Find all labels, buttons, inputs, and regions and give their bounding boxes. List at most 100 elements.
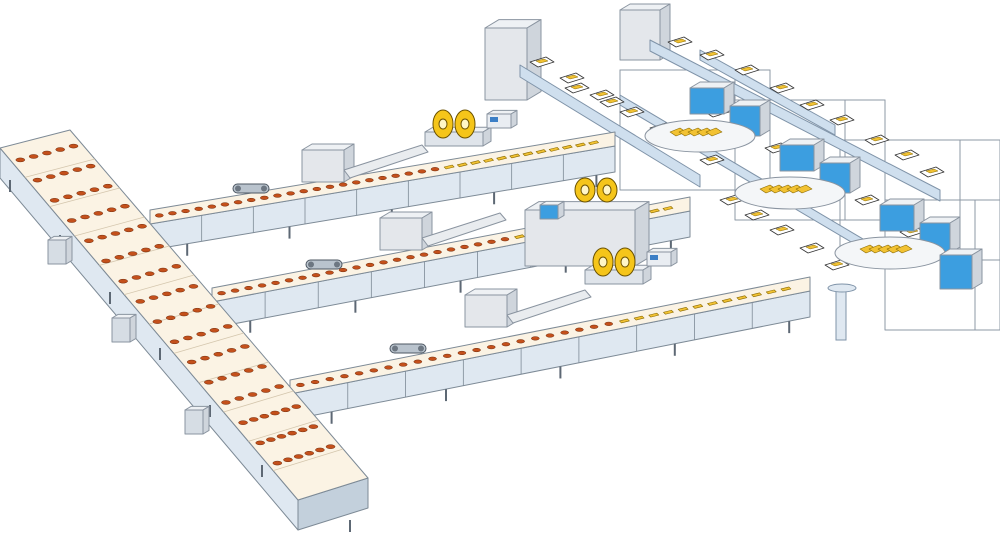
product-raw: [89, 187, 100, 192]
product-raw: [257, 364, 267, 369]
product-raw: [169, 339, 180, 345]
product-raw: [63, 194, 73, 200]
product-wrapped: [707, 301, 718, 306]
belt-seam: [173, 332, 244, 354]
product-wrapped: [514, 234, 525, 239]
product-raw: [284, 278, 294, 283]
product-raw: [220, 202, 230, 207]
product-raw: [352, 265, 361, 270]
belt-drive-icon: [389, 343, 427, 354]
product-raw: [192, 307, 203, 313]
belt-drive-icon: [334, 261, 340, 268]
infeed-conveyor: [0, 129, 369, 532]
product-raw: [114, 255, 125, 260]
packing-station: [759, 99, 771, 137]
packed-product: [775, 226, 789, 232]
lane-1: [149, 109, 616, 256]
product-raw: [194, 206, 203, 211]
overhead-conveyor: [649, 39, 941, 202]
product-raw: [181, 208, 190, 214]
packing-station: [971, 248, 983, 290]
cabinet-tower: [484, 27, 528, 101]
product-raw: [217, 376, 227, 381]
product-raw: [575, 327, 584, 332]
product-raw: [120, 203, 130, 209]
product-raw: [68, 143, 79, 149]
packing-station: [939, 254, 973, 290]
feeder-chute: [506, 289, 592, 324]
product-raw: [487, 345, 496, 350]
product-raw: [66, 218, 77, 223]
product-wrapped: [765, 289, 777, 295]
feeder-chute: [343, 144, 429, 179]
product-raw: [365, 178, 374, 183]
product-wrapped: [721, 298, 733, 303]
product-wrapped: [619, 318, 630, 324]
product-wrapped: [535, 149, 547, 154]
product-raw: [255, 440, 265, 446]
film-roll-icon: [438, 118, 448, 130]
turntable: [644, 119, 756, 153]
product-raw: [209, 328, 220, 333]
packing-station: [879, 204, 915, 232]
product-raw: [545, 333, 555, 338]
product-raw: [315, 447, 325, 453]
packed-product: [805, 244, 819, 250]
product-raw: [141, 247, 151, 253]
product-wrapped: [588, 140, 599, 146]
product-raw: [233, 200, 243, 205]
product-raw: [226, 348, 237, 353]
product-raw: [97, 234, 107, 240]
product-raw: [59, 170, 69, 176]
product-raw: [311, 273, 321, 278]
film-roll-icon: [598, 256, 608, 268]
product-raw: [248, 417, 259, 422]
packed-product: [870, 136, 884, 142]
overhead-conveyor: [519, 64, 701, 188]
product-raw: [243, 368, 254, 373]
chute: [827, 283, 857, 293]
product-raw: [230, 288, 240, 293]
belt-drive-icon: [418, 345, 424, 352]
product-raw: [55, 147, 65, 152]
product-raw: [85, 163, 96, 169]
packed-product: [860, 196, 874, 202]
product-wrapped: [780, 286, 792, 292]
belt-drive-icon: [261, 185, 267, 192]
product-raw: [76, 191, 86, 196]
product-wrapped: [496, 155, 507, 161]
product-raw: [312, 186, 322, 192]
packed-product: [705, 156, 719, 162]
product-raw: [179, 311, 189, 317]
product-raw: [384, 365, 393, 370]
product-raw: [287, 430, 297, 436]
feeder-chute: [421, 212, 507, 247]
product-raw: [354, 371, 364, 376]
product-raw: [244, 285, 253, 291]
control-panel: [510, 109, 518, 129]
product-raw: [152, 319, 163, 324]
product-raw: [433, 250, 442, 255]
feeder-hopper: [379, 217, 423, 251]
product-wrapped: [443, 164, 455, 170]
product-raw: [299, 189, 308, 194]
lane-3: [289, 247, 811, 424]
product-raw: [144, 271, 155, 276]
product-wrapped: [736, 295, 748, 300]
product-raw: [430, 167, 440, 172]
product-raw: [308, 424, 319, 429]
product-raw: [207, 204, 217, 209]
product-wrapped: [648, 312, 660, 318]
product-raw: [222, 324, 233, 329]
product-done: [705, 127, 723, 137]
product-raw: [131, 275, 142, 280]
belt-seam: [223, 390, 294, 413]
packed-product: [740, 66, 754, 72]
product-raw: [487, 239, 496, 244]
product-raw: [260, 195, 269, 200]
product-raw: [240, 344, 250, 349]
packed-product: [565, 74, 579, 80]
product-wrapped: [751, 292, 762, 298]
